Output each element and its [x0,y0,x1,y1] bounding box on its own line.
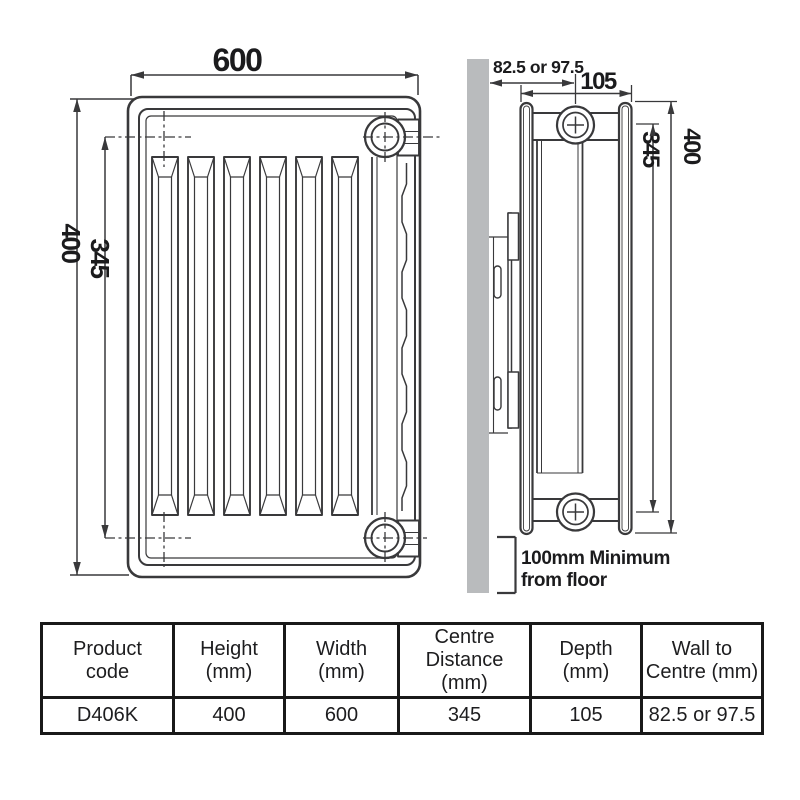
front-width-dim-label: 600 [213,42,263,78]
wall [467,59,489,593]
front-view [70,74,441,579]
floor-clearance-bracket [497,535,517,595]
depth-dim-label: 105 [580,68,617,95]
value-height: 400 [172,696,286,735]
value-product-code: D406K [40,696,175,735]
side-top-valve [555,105,596,145]
technical-drawing: 600 400 345 82.5 or 97.5 105 345 400 100… [56,42,705,595]
panel-flutes [151,156,359,516]
value-depth: 105 [529,696,643,735]
header-cell-height: Height (mm) [172,622,286,699]
side-centre-dim-label: 345 [637,131,664,168]
front-centre-dim-label: 345 [85,239,115,279]
convector-edge [371,157,408,515]
floor-note-line2: from floor [521,570,608,591]
header-cell-wall-to-centre: Wall to Centre (mm) [640,622,764,699]
side-bottom-valve [555,492,596,532]
floor-note-line1: 100mm Minimum [521,548,670,569]
spec-table-value-row: D406K 400 600 345 105 82.5 or 97.5 [40,696,764,735]
dimension-arrows [73,71,675,575]
header-cell-width: Width (mm) [283,622,400,699]
radiator-panel-inner-outline [145,115,398,559]
rear-panel [617,101,633,536]
wall-bracket [489,212,520,434]
front-dimension-lines [70,74,419,576]
wall-to-centre-dim-label: 82.5 or 97.5 [493,57,584,77]
front-panel [519,101,534,536]
radiator-body-outline [126,95,422,579]
value-centre-distance: 345 [397,696,532,735]
bracket-slot [493,376,502,411]
spec-table-header-row: Product code Height (mm) Width (mm) Cent… [40,622,764,699]
side-view [467,59,677,595]
header-cell-centre-distance: Centre Distance (mm) [397,622,532,699]
value-wall-to-centre: 82.5 or 97.5 [640,696,764,735]
spec-table: Product code Height (mm) Width (mm) Cent… [40,622,764,735]
centrelines [105,111,441,567]
side-height-dim-label: 400 [678,128,705,165]
front-height-dim-label: 400 [56,224,86,264]
header-cell-product-code: Product code [40,622,175,699]
panel-section [519,101,633,536]
value-width: 600 [283,696,400,735]
radiator-panel-outline [138,108,416,566]
header-cell-depth: Depth (mm) [529,622,643,699]
bracket-slot [493,265,502,299]
